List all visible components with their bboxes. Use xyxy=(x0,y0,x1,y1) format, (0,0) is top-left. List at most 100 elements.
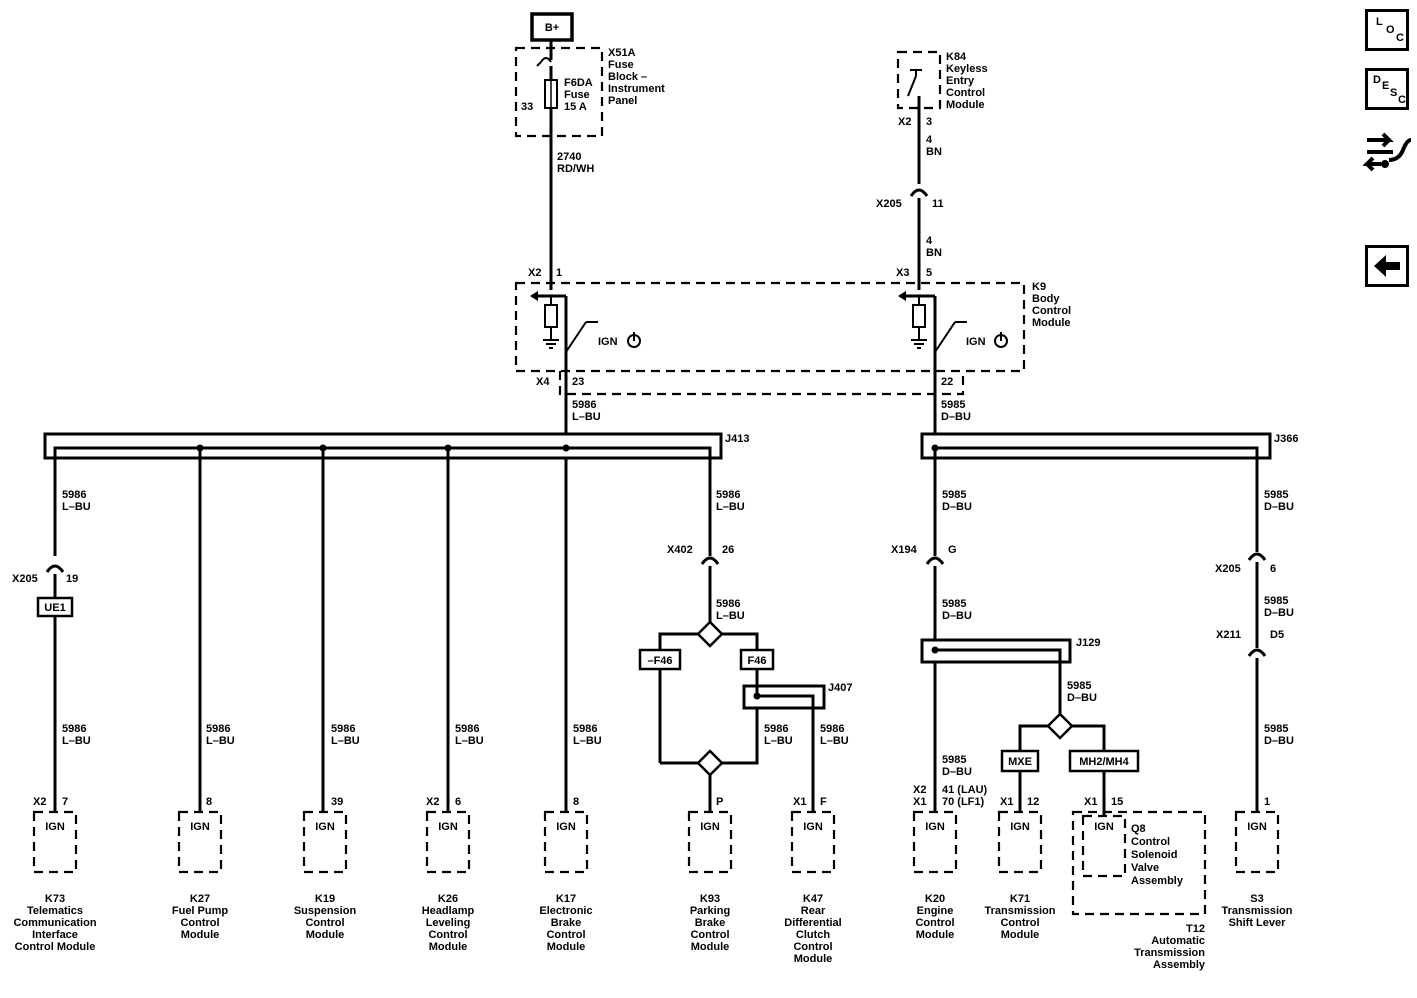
svg-text:2740: 2740 xyxy=(557,151,581,163)
splice-label: J407 xyxy=(828,682,852,694)
svg-text:T12: T12 xyxy=(1186,923,1205,935)
wire-label: D–BU xyxy=(942,501,972,513)
svg-text:5986: 5986 xyxy=(62,723,86,735)
bcm-out-pin: 22 xyxy=(941,376,953,388)
desc-letter: E xyxy=(1382,80,1390,92)
ign-label: IGN xyxy=(966,336,986,348)
svg-text:Panel: Panel xyxy=(608,95,637,107)
svg-text:Entry: Entry xyxy=(946,75,975,87)
svg-text:L–BU: L–BU xyxy=(331,735,360,747)
svg-text:Module: Module xyxy=(1032,317,1071,329)
svg-text:Suspension: Suspension xyxy=(294,905,357,917)
loc-letter: L xyxy=(1376,16,1383,28)
inline-pin: D5 xyxy=(1270,629,1284,641)
splice-j413 xyxy=(43,432,723,460)
svg-text:X1: X1 xyxy=(1000,796,1013,808)
wire-label: L–BU xyxy=(764,735,793,747)
svg-text:Communication: Communication xyxy=(13,917,96,929)
bcm-conn: X3 xyxy=(896,267,909,279)
wire-label: L–BU xyxy=(820,735,849,747)
svg-text:Module: Module xyxy=(916,929,955,941)
keyless-module-outline xyxy=(896,50,942,110)
svg-text:Telematics: Telematics xyxy=(27,905,83,917)
module-k17: IGN K17 Electronic Brake Control Module xyxy=(539,810,593,953)
svg-text:X2: X2 xyxy=(426,796,439,808)
module-k93: IGN K93 Parking Brake Control Module xyxy=(687,810,733,953)
svg-text:12: 12 xyxy=(1027,796,1039,808)
wire-label: 5985 xyxy=(942,754,966,766)
location-button[interactable]: L O C xyxy=(1365,9,1409,51)
svg-text:Control: Control xyxy=(1000,917,1039,929)
svg-text:5986: 5986 xyxy=(331,723,355,735)
desc-letter: S xyxy=(1390,87,1398,99)
svg-text:K93: K93 xyxy=(700,893,720,905)
description-button[interactable]: D E S C xyxy=(1365,68,1409,110)
ign-label: IGN xyxy=(598,336,618,348)
wire-label-2740: 2740 RD/WH xyxy=(557,151,594,175)
option-label: F46 xyxy=(748,655,767,667)
svg-text:IGN: IGN xyxy=(438,821,458,833)
wire-label: 5986 xyxy=(572,399,596,411)
wire-label: L–BU xyxy=(62,501,91,513)
back-arrow-icon xyxy=(1374,255,1400,277)
svg-text:Block –: Block – xyxy=(608,71,647,83)
loc-letter: C xyxy=(1396,32,1404,44)
svg-text:Control: Control xyxy=(305,917,344,929)
bcm-out-pin: 23 xyxy=(572,376,584,388)
inline-conn: X205 xyxy=(12,573,38,585)
svg-text:Module: Module xyxy=(691,941,730,953)
svg-text:Differential: Differential xyxy=(784,917,841,929)
back-button[interactable] xyxy=(1365,245,1409,287)
svg-text:Control: Control xyxy=(180,917,219,929)
connector-icon[interactable] xyxy=(1362,126,1413,174)
wire-label: L–BU xyxy=(572,411,601,423)
svg-text:6: 6 xyxy=(455,796,461,808)
svg-text:P: P xyxy=(716,796,723,808)
svg-text:Transmission: Transmission xyxy=(985,905,1056,917)
wire-label: D–BU xyxy=(1264,501,1294,513)
wire-label: 5985 xyxy=(941,399,965,411)
keyless-pin: 3 xyxy=(926,116,932,128)
svg-text:8: 8 xyxy=(573,796,579,808)
svg-text:X51A: X51A xyxy=(608,47,636,59)
svg-text:Control: Control xyxy=(793,941,832,953)
svg-text:41 (LAU): 41 (LAU) xyxy=(942,784,988,796)
svg-text:X1: X1 xyxy=(793,796,806,808)
wire-label: 5986 xyxy=(716,598,740,610)
inline-connector-icon xyxy=(925,556,945,565)
svg-text:Control: Control xyxy=(428,929,467,941)
option-label: MH2/MH4 xyxy=(1079,756,1129,768)
wire-label: D–BU xyxy=(942,766,972,778)
svg-text:Module: Module xyxy=(1001,929,1040,941)
svg-text:K84: K84 xyxy=(946,51,967,63)
svg-text:K73: K73 xyxy=(45,893,65,905)
wire-label: D–BU xyxy=(1264,607,1294,619)
svg-text:Brake: Brake xyxy=(695,917,726,929)
desc-letter: D xyxy=(1373,74,1381,86)
inline-connector-icon xyxy=(1247,552,1267,561)
module-k71: IGN K71 Transmission Control Module xyxy=(985,810,1056,941)
svg-text:K17: K17 xyxy=(556,893,576,905)
wire-label: 5985 xyxy=(1264,595,1288,607)
svg-text:Headlamp: Headlamp xyxy=(422,905,475,917)
fuse-block-outline xyxy=(514,46,604,138)
bcm-outline xyxy=(514,281,1026,373)
svg-text:Clutch: Clutch xyxy=(796,929,831,941)
inline-conn: X402 xyxy=(667,544,693,556)
svg-text:K20: K20 xyxy=(925,893,945,905)
svg-text:F6DA: F6DA xyxy=(564,77,593,89)
svg-text:K71: K71 xyxy=(1010,893,1030,905)
keyless-module-name: K84 Keyless Entry Control Module xyxy=(946,51,988,111)
svg-text:Module: Module xyxy=(946,99,985,111)
module-s3: IGN S3 Transmission Shift Lever xyxy=(1222,810,1293,929)
keyless-conn: X2 xyxy=(898,116,911,128)
module-k27: IGN K27 Fuel Pump Control Module xyxy=(172,810,228,941)
svg-text:IGN: IGN xyxy=(1010,821,1030,833)
svg-text:IGN: IGN xyxy=(45,821,65,833)
option-diamond-icon xyxy=(696,749,724,777)
bcm-pin: 5 xyxy=(926,267,932,279)
inline-connector-icon xyxy=(1247,648,1267,657)
svg-text:Control: Control xyxy=(546,929,585,941)
svg-text:Assembly: Assembly xyxy=(1131,875,1184,887)
